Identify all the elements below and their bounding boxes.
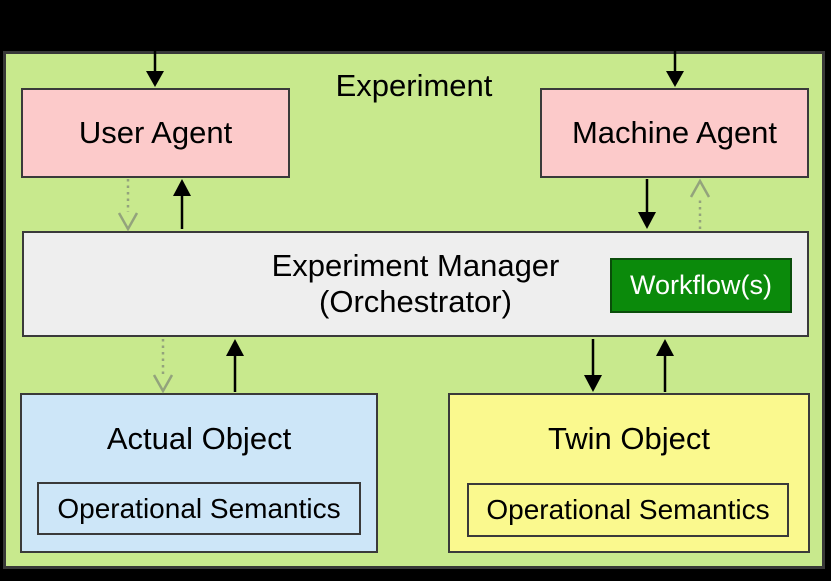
experiment-manager-label-line2: (Orchestrator) [319, 284, 512, 319]
user-agent-label: User Agent [78, 115, 233, 150]
twin-operational-semantics: Operational Semantics [467, 483, 789, 537]
experiment-title: Experiment [335, 68, 493, 103]
twin-operational-semantics-label: Operational Semantics [486, 494, 770, 525]
machine-agent-label: Machine Agent [571, 115, 778, 150]
experiment-manager-label-line1: Experiment Manager [271, 248, 560, 283]
actual-operational-semantics-label: Operational Semantics [57, 492, 341, 524]
twin-object-label: Twin Object [548, 421, 710, 456]
node-actual-object: Actual Object Operational Semantics [20, 393, 378, 553]
node-twin-object: Twin Object Operational Semantics [448, 393, 810, 553]
actual-operational-semantics: Operational Semantics [37, 482, 361, 535]
node-user-agent: User Agent [21, 88, 290, 178]
workflow-label: Workflow(s) [629, 270, 772, 300]
node-workflow: Workflow(s) [610, 258, 792, 313]
node-machine-agent: Machine Agent [540, 88, 809, 178]
actual-object-label: Actual Object [106, 421, 292, 456]
